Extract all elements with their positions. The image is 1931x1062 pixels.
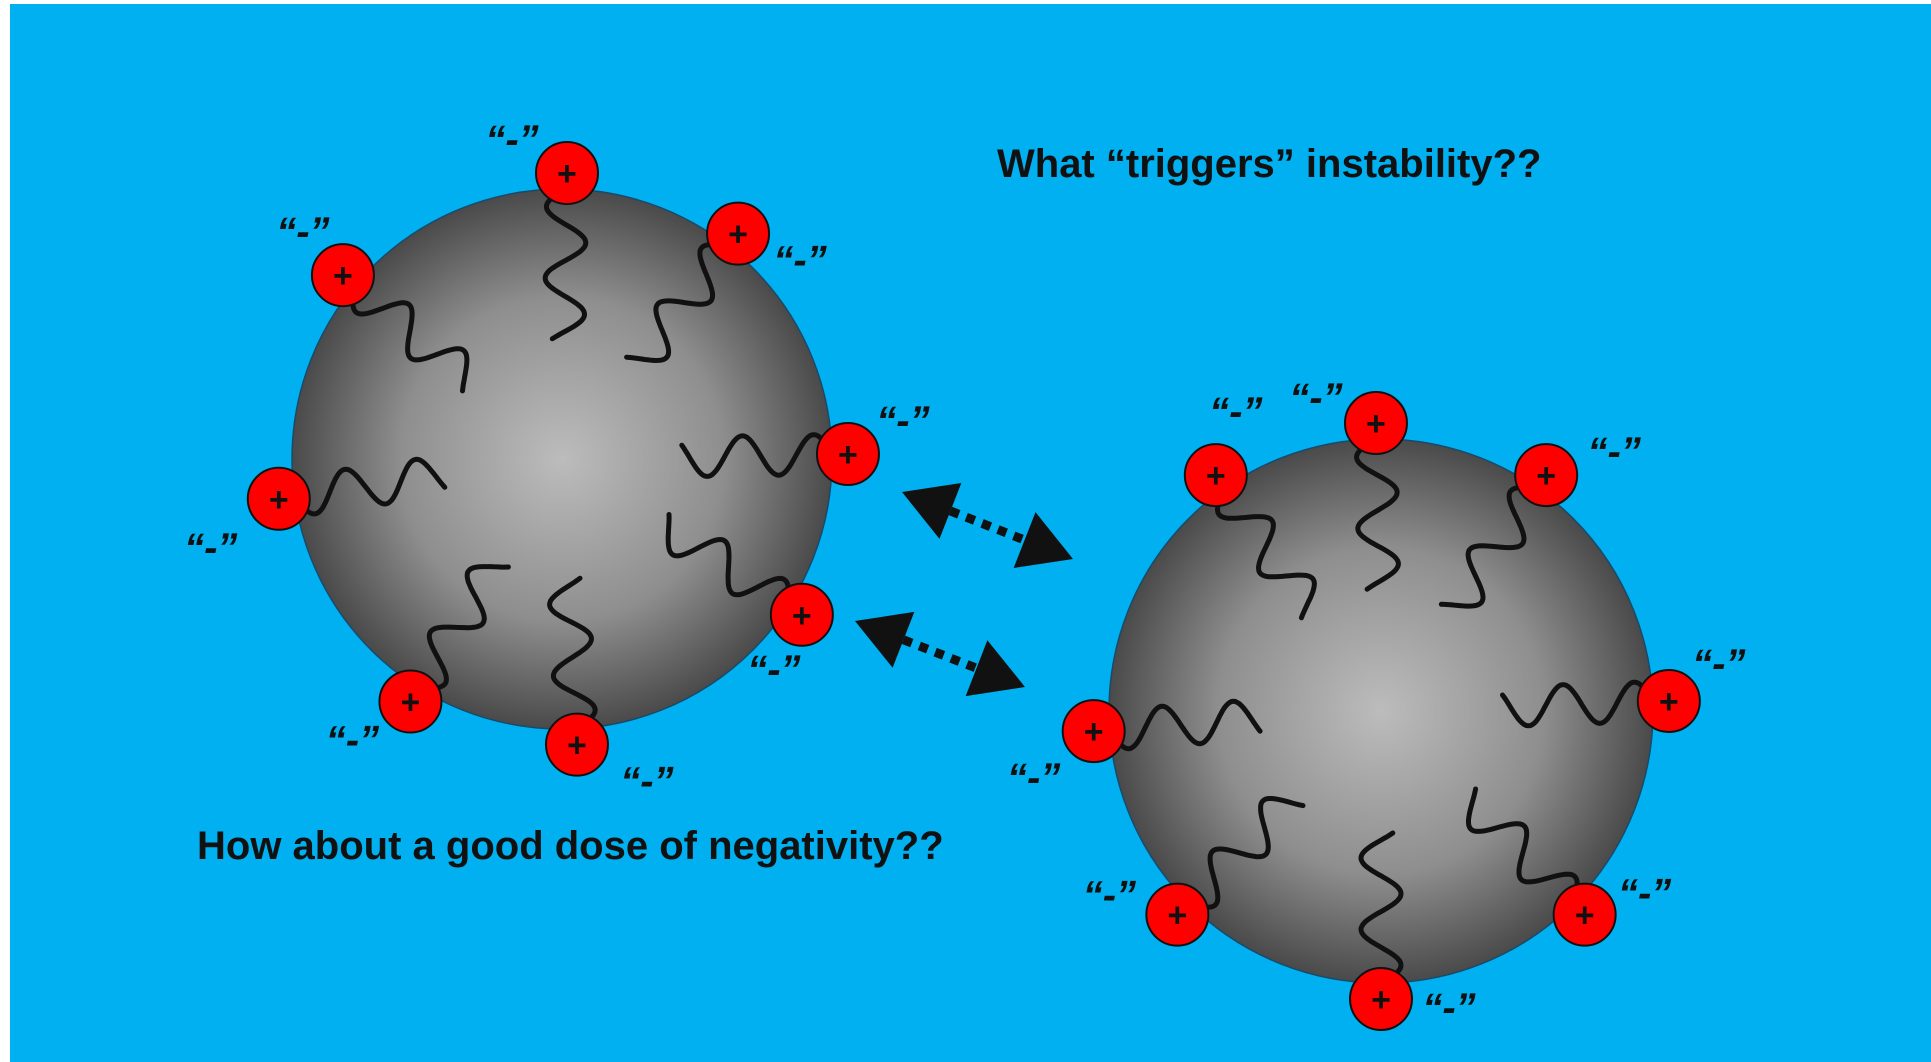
negative-counterion-label: “-” (1588, 430, 1641, 474)
double-arrow-icon (855, 611, 1025, 697)
plus-sign: + (401, 684, 421, 722)
plus-sign: + (792, 597, 812, 635)
negative-counterion-label: “-” (773, 239, 826, 283)
polymer-chain (1186, 796, 1306, 910)
polymer-chain (1438, 484, 1540, 609)
positive-charge (1061, 699, 1126, 764)
plus-sign: + (269, 481, 289, 519)
positive-charge (815, 422, 880, 487)
plus-sign: + (1659, 683, 1679, 721)
polymer-chain (542, 186, 589, 342)
positive-charge (1552, 882, 1617, 947)
negative-counterion-label: “-” (1692, 642, 1745, 686)
plus-sign: + (1167, 897, 1187, 935)
negative-counterion-label: “-” (485, 118, 538, 162)
polymer-chain (1500, 679, 1656, 729)
polymer-chain (1358, 830, 1404, 986)
positive-charge (769, 582, 834, 647)
polymer-chain (1354, 436, 1401, 592)
negative-counterion-label: “-” (1618, 872, 1671, 916)
positive-charge (544, 712, 609, 777)
slide-background: +“-”+“-”+“-”+“-”+“-”+“-”+“-”+“-”+“-”+“-”… (10, 4, 1931, 1062)
double-arrow-icon (902, 483, 1073, 568)
negative-counterion-label: “-” (1422, 986, 1475, 1030)
positive-charge (534, 141, 599, 206)
polymer-chain (624, 242, 731, 364)
polymer-chain (1214, 485, 1317, 621)
positive-charge (246, 466, 311, 531)
question-title: What “triggers” instability?? (997, 142, 1542, 186)
positive-charge (310, 243, 375, 308)
plus-sign: + (557, 155, 577, 193)
particle-right: + “-” + “-” + “-” + “-” + “-” + “-” + “-” + “-” (1007, 376, 1745, 1031)
positive-charge (1145, 882, 1210, 947)
negative-counterion-label: “-” (326, 719, 379, 763)
plus-sign: + (567, 727, 587, 765)
polymer-chain (665, 512, 792, 609)
negative-counterion-label: “-” (1007, 756, 1060, 800)
plus-sign: + (1366, 405, 1386, 443)
positive-charge (378, 669, 443, 734)
plus-sign: + (1084, 713, 1104, 751)
particles-layer: +“-”+“-”+“-”+“-”+“-”+“-”+“-”+“-”+“-”+“-”… (184, 118, 1745, 1031)
plus-sign: + (1575, 897, 1595, 935)
polymer-chain (1466, 786, 1580, 906)
question-subtitle: How about a good dose of negativity?? (197, 824, 944, 868)
polymer-chain (547, 575, 598, 732)
positive-charge (1514, 443, 1579, 508)
negative-counterion-label: “-” (1209, 390, 1262, 434)
plus-sign: + (1536, 457, 1556, 495)
polymer-chain (1107, 698, 1263, 752)
particle-left: +“-”+“-”+“-”+“-”+“-”+“-”+“-”+“-” (184, 118, 930, 804)
polymer-chain (679, 432, 835, 479)
positive-charge (1636, 668, 1701, 733)
interaction-arrows (855, 483, 1073, 697)
positive-charge (1349, 967, 1413, 1031)
negative-counterion-label: “-” (620, 760, 673, 804)
negative-counterion-label: “-” (876, 399, 929, 443)
plus-sign: + (1371, 981, 1391, 1019)
negative-counterion-label: “-” (747, 648, 800, 692)
plus-sign: + (1206, 457, 1226, 495)
polymer-chain (416, 564, 511, 691)
plus-sign: + (333, 257, 353, 295)
negative-counterion-label: “-” (276, 210, 329, 254)
positive-charge (1343, 391, 1408, 456)
negative-counterion-label: “-” (1289, 376, 1342, 420)
polymer-chain (350, 282, 470, 394)
negative-counterion-label: “-” (184, 526, 237, 570)
positive-charge (1183, 443, 1248, 508)
plus-sign: + (838, 436, 858, 474)
negative-counterion-label: “-” (1083, 874, 1136, 918)
particles-diagram: +“-”+“-”+“-”+“-”+“-”+“-”+“-”+“-”+“-”+“-”… (184, 118, 1745, 1031)
plus-sign: + (728, 216, 748, 254)
positive-charge (706, 201, 771, 266)
polymer-chain (292, 456, 448, 517)
